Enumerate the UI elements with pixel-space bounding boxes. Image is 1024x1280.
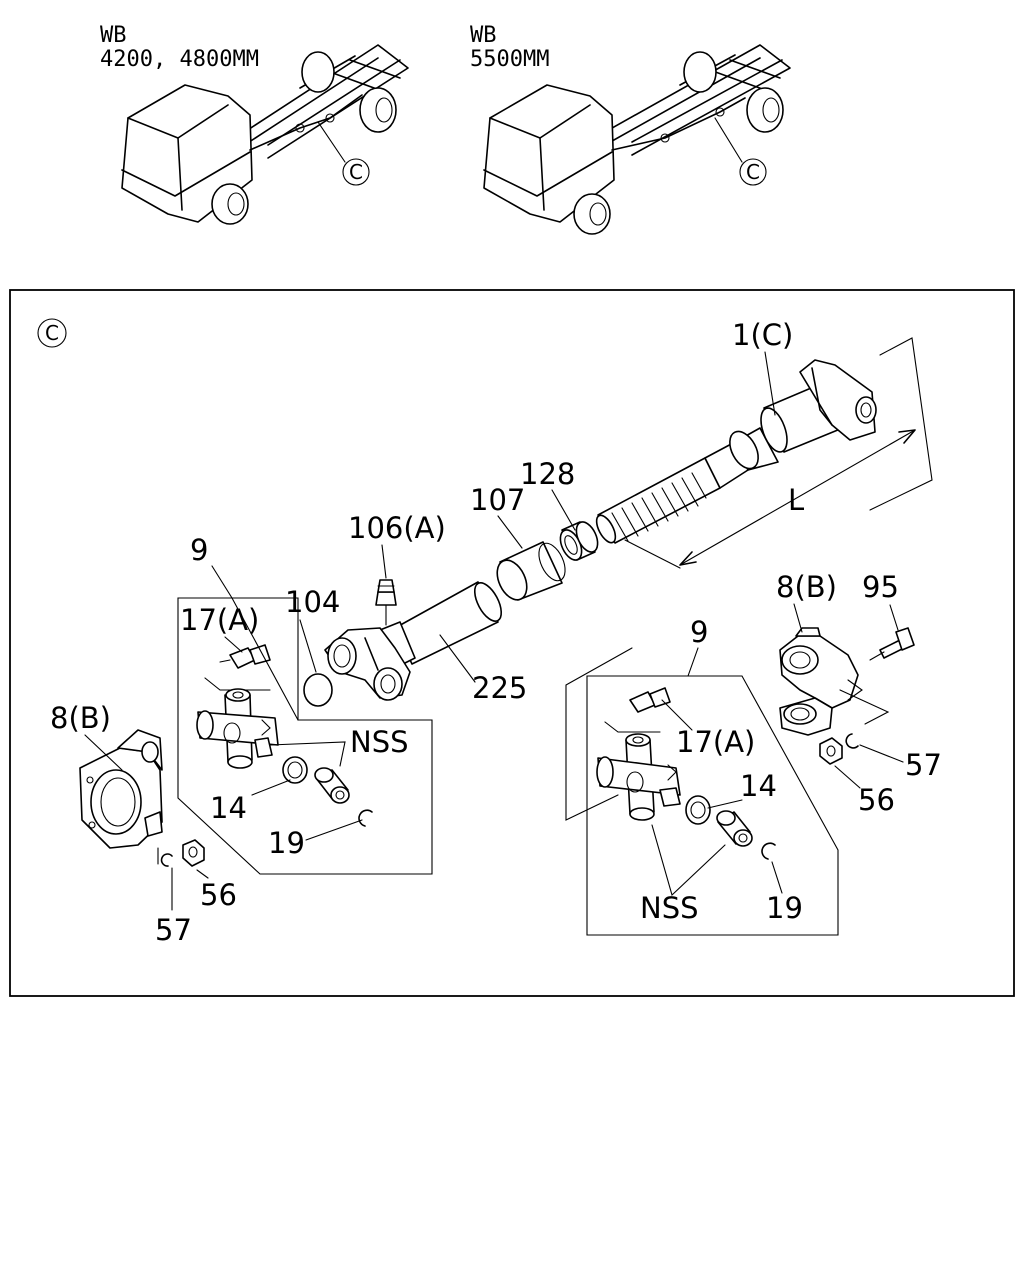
- part-95-bolt: [869, 627, 915, 661]
- length-dimension: L: [624, 337, 933, 569]
- label-19-right: 19: [766, 891, 803, 925]
- left-flange-yoke: [79, 729, 163, 849]
- right-ujoint-kit: [565, 647, 839, 936]
- svg-text:C: C: [45, 321, 59, 345]
- part-225-slip-yoke: [324, 581, 503, 701]
- truck-illustration-right: C: [483, 44, 791, 235]
- header-right-line1: WB: [470, 23, 497, 48]
- left-ujoint-kit: [177, 597, 433, 875]
- label-225: 225: [472, 671, 527, 705]
- label-9-right: 9: [690, 615, 708, 649]
- header-left-line2: 4200, 4800MM: [100, 47, 259, 72]
- label-57-right: 57: [905, 748, 942, 782]
- detail-view-marker: C: [37, 318, 67, 348]
- label-104: 104: [285, 585, 340, 619]
- label-19-left: 19: [268, 826, 305, 860]
- label-1c: 1(C): [732, 318, 793, 352]
- label-nss-left: NSS: [350, 725, 409, 759]
- label-107: 107: [470, 483, 525, 517]
- view-marker-right: C: [746, 160, 760, 184]
- truck-illustration-left: C: [121, 44, 409, 225]
- part-107-sleeve: [496, 541, 566, 601]
- label-56-left: 56: [200, 878, 237, 912]
- header-right-line2: 5500MM: [470, 47, 549, 72]
- label-8b-right: 8(B): [776, 570, 837, 604]
- label-128: 128: [520, 457, 575, 491]
- label-8b-left: 8(B): [50, 701, 111, 735]
- propeller-shaft: [595, 359, 877, 544]
- right-nut-56: [819, 737, 843, 765]
- label-9-left: 9: [190, 533, 208, 567]
- label-95: 95: [862, 570, 899, 604]
- label-17a-right: 17(A): [676, 725, 755, 759]
- detail-view-frame: [9, 289, 1015, 997]
- label-17a-left: 17(A): [180, 603, 259, 637]
- label-14-left: 14: [210, 791, 247, 825]
- label-57-left: 57: [155, 913, 192, 947]
- part-128-ring: [559, 521, 599, 561]
- header-left-line1: WB: [100, 23, 127, 48]
- part-106a-grease-nipple: [375, 579, 397, 626]
- label-length-l: L: [788, 483, 804, 517]
- left-nut-56: [182, 839, 205, 867]
- label-14-right: 14: [740, 769, 777, 803]
- label-56-right: 56: [858, 783, 895, 817]
- view-marker-left: C: [349, 160, 363, 184]
- label-106a: 106(A): [348, 511, 446, 545]
- part-104-oring: [303, 673, 333, 707]
- right-flange-yoke: [779, 627, 890, 736]
- label-nss-right: NSS: [640, 891, 699, 925]
